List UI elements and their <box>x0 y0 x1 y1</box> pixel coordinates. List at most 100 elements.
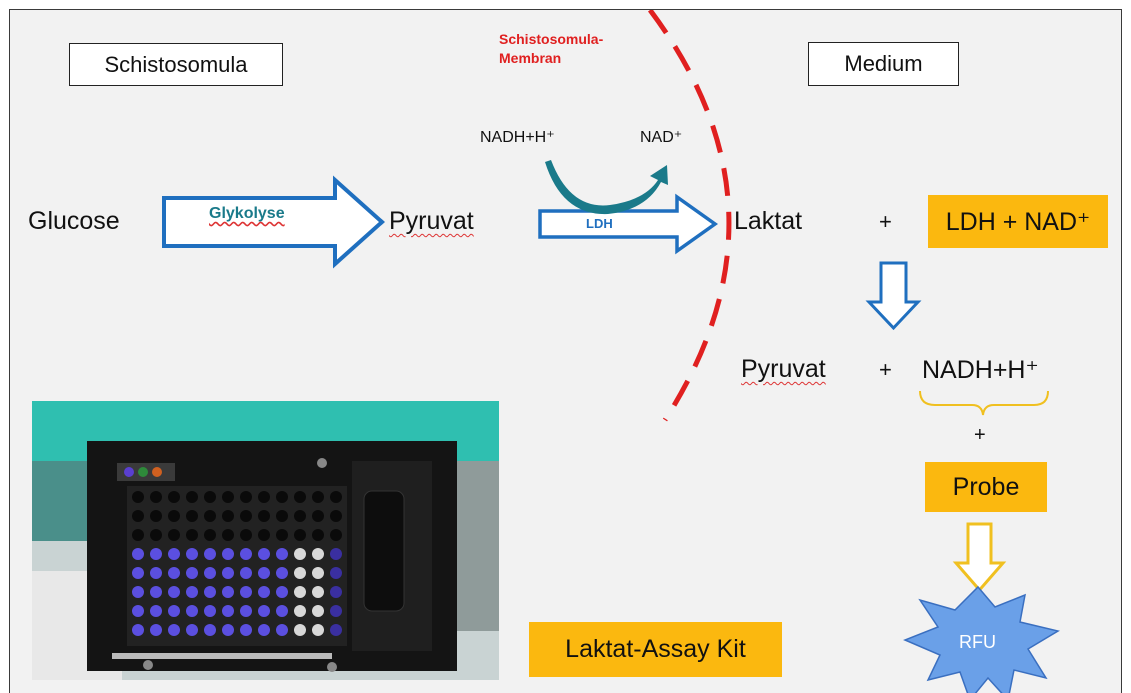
plate-well <box>330 491 342 503</box>
membrane-dashed-line <box>647 10 732 422</box>
plate-well <box>186 567 198 579</box>
plate-well <box>312 586 324 598</box>
plate-well <box>294 491 306 503</box>
plate-well <box>330 548 342 560</box>
plate-well <box>312 491 324 503</box>
plate-well <box>312 510 324 522</box>
laktat-assay-kit-box: Laktat-Assay Kit <box>529 622 782 677</box>
glycolysis-label: Glykolyse <box>209 205 285 222</box>
plate-well <box>150 529 162 541</box>
well-grid <box>132 491 342 636</box>
plus-2: + <box>879 357 892 382</box>
plate-well <box>132 624 144 636</box>
plate-well <box>132 491 144 503</box>
plate-well <box>150 510 162 522</box>
plate-well <box>168 605 180 617</box>
plate-well <box>168 491 180 503</box>
plate-well <box>258 624 270 636</box>
nadh-label-bottom: NADH+H⁺ <box>922 356 1039 384</box>
plus-3: + <box>974 424 986 446</box>
laktat-label: Laktat <box>734 207 803 235</box>
plate-well <box>222 491 234 503</box>
plate-well <box>258 548 270 560</box>
plate-well <box>222 624 234 636</box>
plate-well <box>240 491 252 503</box>
probe-box: Probe <box>925 462 1047 512</box>
plate-well <box>258 567 270 579</box>
plate-well <box>132 586 144 598</box>
plate-well <box>330 529 342 541</box>
plate-well <box>276 491 288 503</box>
plate-well <box>222 586 234 598</box>
plate-well <box>240 605 252 617</box>
plate-well <box>222 529 234 541</box>
plate-well <box>276 548 288 560</box>
plate-well <box>150 586 162 598</box>
plate-well <box>204 605 216 617</box>
plate-well <box>168 510 180 522</box>
plate-well <box>150 605 162 617</box>
membrane-label-line1: Schistosomula- <box>499 31 604 47</box>
plate-well <box>276 567 288 579</box>
brace-icon <box>919 390 1049 416</box>
plate-well <box>240 624 252 636</box>
curved-arrow-icon <box>545 160 668 215</box>
plate-well <box>258 605 270 617</box>
plate-well <box>312 605 324 617</box>
plate-well <box>168 624 180 636</box>
plate-well <box>150 491 162 503</box>
plus-1: + <box>879 209 892 234</box>
plate-well <box>240 529 252 541</box>
plate-well <box>222 605 234 617</box>
plate-well <box>276 510 288 522</box>
plate-well <box>132 510 144 522</box>
membrane-label-line2: Membran <box>499 50 562 66</box>
plate-well <box>258 491 270 503</box>
ldh-arrow-label: LDH <box>586 216 613 231</box>
plate-well <box>222 567 234 579</box>
plate-well <box>240 510 252 522</box>
plate-well <box>240 586 252 598</box>
plate-well <box>330 567 342 579</box>
rfu-label: RFU <box>959 632 996 652</box>
plate-well <box>204 548 216 560</box>
plate-well <box>150 567 162 579</box>
plate-well <box>168 529 180 541</box>
plate-well <box>258 586 270 598</box>
plate-photo-graphic <box>32 401 499 680</box>
plate-well <box>186 491 198 503</box>
plate-well <box>168 548 180 560</box>
plate-well <box>276 624 288 636</box>
plate-well <box>150 624 162 636</box>
glucose-label: Glucose <box>28 207 120 235</box>
nadh-label-top: NADH+H⁺ <box>480 129 555 146</box>
plate-well <box>240 567 252 579</box>
plate-well <box>330 624 342 636</box>
pyruvat-label-2: Pyruvat <box>741 355 826 383</box>
plate-well <box>204 586 216 598</box>
plate-well <box>204 624 216 636</box>
plate-well <box>240 548 252 560</box>
plate-well <box>150 548 162 560</box>
diagram-graphics <box>162 10 1060 693</box>
plate-well <box>330 586 342 598</box>
plate-well <box>204 491 216 503</box>
plate-well <box>294 510 306 522</box>
diagram-frame: Schistosomula Medium Schistosomula- Memb… <box>9 9 1122 693</box>
yellow-down-arrow-icon <box>952 522 1007 593</box>
plate-well <box>294 567 306 579</box>
plate-well <box>276 586 288 598</box>
plate-well <box>186 548 198 560</box>
plate-well <box>186 624 198 636</box>
plate-well <box>312 529 324 541</box>
plate-well <box>186 529 198 541</box>
ldh-nad-reagent-box: LDH + NAD⁺ <box>928 195 1108 248</box>
plate-well <box>312 624 324 636</box>
plate-well <box>186 586 198 598</box>
membrane-label: Schistosomula- Membran <box>499 30 603 68</box>
plate-well <box>258 529 270 541</box>
plate-well <box>294 586 306 598</box>
plate-well <box>294 624 306 636</box>
plate-well <box>204 510 216 522</box>
plate-well <box>294 548 306 560</box>
